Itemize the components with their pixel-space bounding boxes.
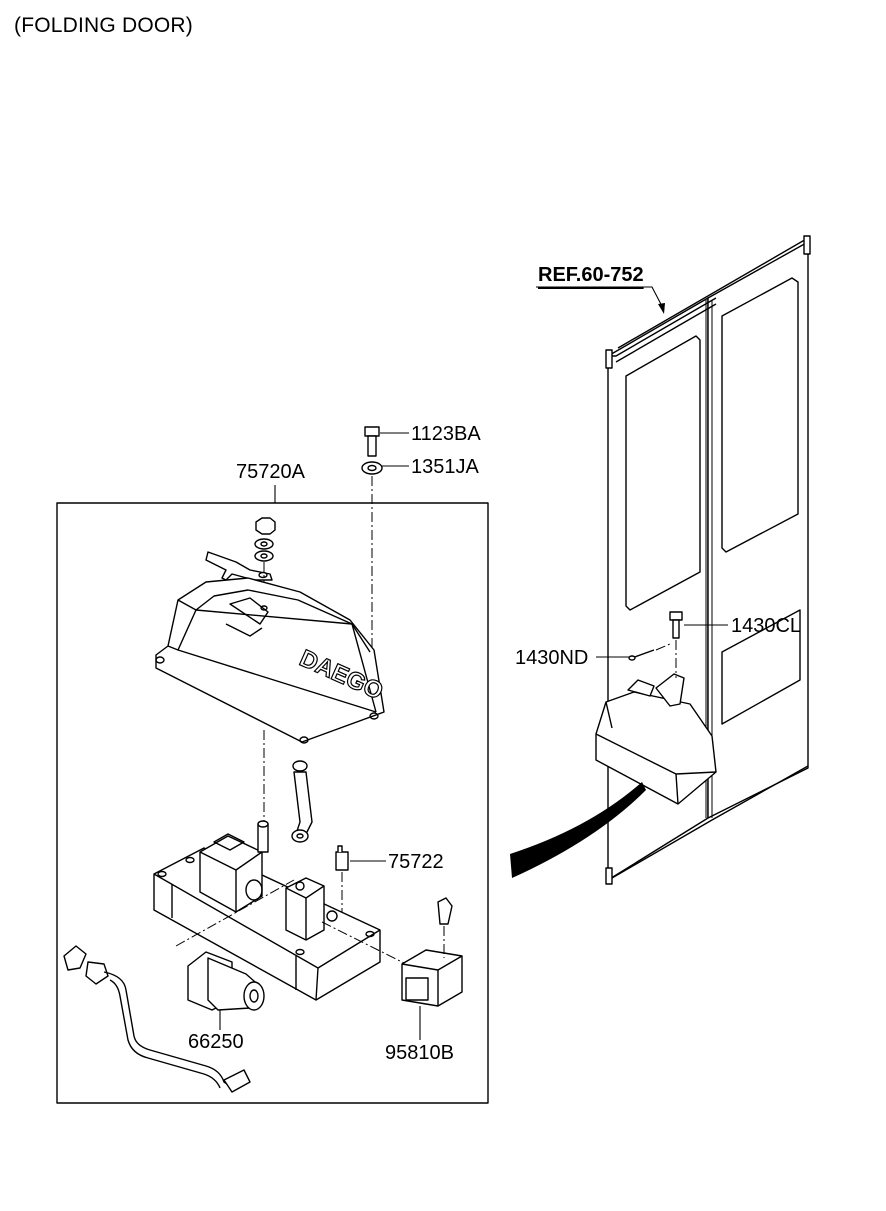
pin-75722 — [335, 845, 349, 871]
label-1430cl: 1430CL — [731, 615, 802, 637]
motor-66250 — [187, 951, 265, 1011]
door-actuator — [595, 679, 717, 805]
valve-95810b — [401, 897, 463, 1007]
door-bracket — [655, 673, 685, 707]
label-1430nd: 1430ND — [515, 647, 589, 669]
label-75720a: 75720A — [236, 461, 305, 483]
gear-block-right — [285, 877, 338, 941]
bolt-1430cl — [669, 611, 683, 639]
label-1351ja: 1351JA — [411, 456, 479, 478]
bolt-1123ba — [364, 426, 380, 457]
label-75722: 75722 — [388, 851, 444, 873]
detail-arrow — [510, 782, 646, 878]
washer-1351ja — [361, 461, 383, 475]
page-title: (FOLDING DOOR) — [14, 14, 193, 37]
wire-harness — [63, 945, 251, 1093]
gear-block-left — [199, 833, 263, 913]
link-arm — [291, 760, 313, 843]
label-1123ba: 1123BA — [411, 423, 481, 445]
bracket-plate — [205, 551, 273, 581]
label-66250: 66250 — [188, 1031, 244, 1053]
assembly-box — [56, 502, 489, 1104]
folding-door — [605, 235, 811, 885]
ref-label: REF.60-752 — [538, 264, 644, 286]
label-95810b: 95810B — [385, 1042, 454, 1064]
gear-shaft-post — [257, 820, 269, 853]
nut-stack — [254, 517, 276, 562]
actuator-cover: DAEGO — [155, 577, 388, 744]
pin-1430nd — [628, 649, 655, 661]
